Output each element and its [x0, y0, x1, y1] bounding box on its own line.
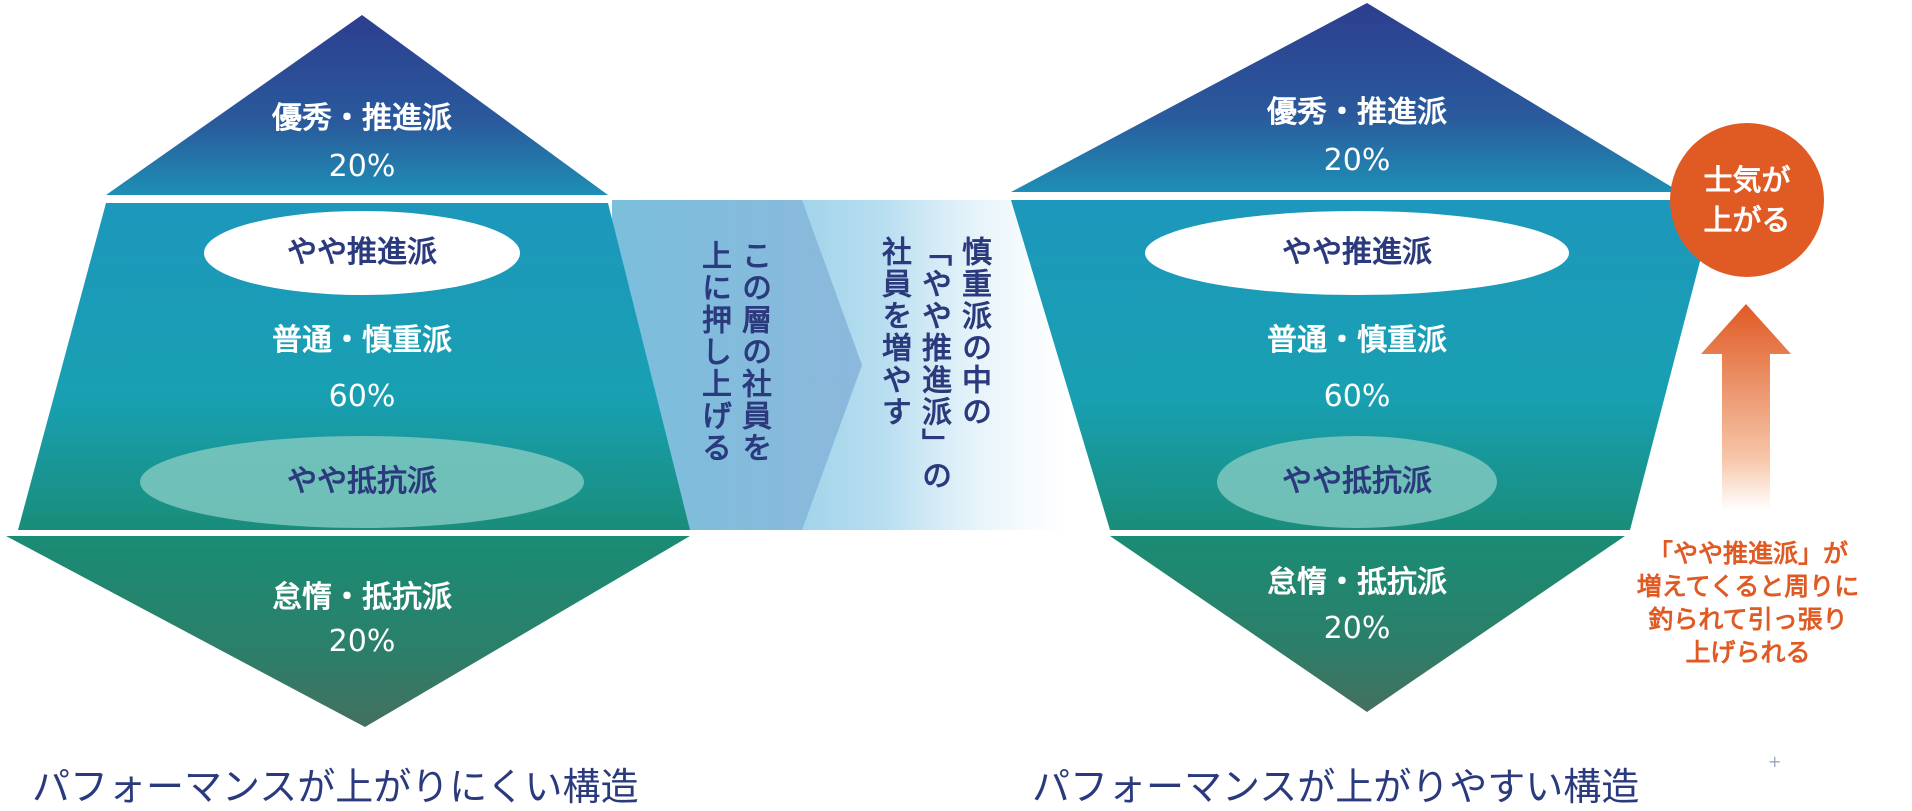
right-hexagon [1011, 3, 1716, 712]
right-top-layer [1011, 3, 1680, 192]
right-oval-bottom [1217, 436, 1497, 528]
right-top-layer-name: 優秀・推進派 [1267, 95, 1447, 130]
morale-note-line-1: 「やや推進派」が [1647, 539, 1848, 568]
right-caption: パフォーマンスが上がりやすい構造 [1032, 765, 1640, 809]
right-oval-top [1145, 211, 1569, 295]
fade-text: 慎重派の中の 「やや推進派」の 社員を増やす [873, 236, 993, 492]
left-caption: パフォーマンスが上がりにくい構造 [32, 765, 639, 809]
left-middle-layer [18, 203, 690, 530]
fade-text-line-2: 「やや推進派」の [916, 236, 951, 492]
left-bottom-layer [6, 536, 690, 727]
left-top-layer-pct: 20% [328, 149, 396, 184]
connector-arrow [612, 200, 862, 530]
arrow-text: この層の社員を 上に押し上げる [693, 240, 773, 464]
morale-note-line-4: 上げられる [1685, 638, 1811, 667]
right-middle-layer-pct: 60% [1323, 379, 1391, 414]
right-middle-layer-name: 普通・慎重派 [1267, 323, 1447, 358]
morale-note-line-3: 釣られて引っ張り [1648, 605, 1848, 634]
morale-note-line-2: 増えてくると周りに [1636, 572, 1860, 601]
morale-note: 「やや推進派」が 増えてくると周りに 釣られて引っ張り 上げられる [1598, 537, 1898, 669]
up-arrow [1701, 304, 1791, 510]
right-bottom-layer-pct: 20% [1323, 611, 1391, 646]
right-oval-top-label: やや推進派 [1282, 235, 1432, 270]
left-top-layer-name: 優秀・推進派 [272, 101, 452, 136]
fade-text-line-1: 慎重派の中の [956, 236, 991, 428]
arrow-text-line-1: この層の社員を [736, 240, 771, 464]
left-top-layer [106, 15, 608, 195]
left-middle-layer-name: 普通・慎重派 [272, 323, 452, 358]
left-bottom-layer-name: 怠惰・抵抗派 [272, 580, 452, 615]
left-oval-bottom-label: やや抵抗派 [287, 464, 437, 499]
left-oval-top-label: やや推進派 [287, 235, 437, 270]
plus-mark: + [1768, 752, 1782, 771]
left-hexagon [6, 15, 690, 727]
right-middle-layer [1011, 200, 1716, 530]
left-middle-layer-pct: 60% [328, 379, 396, 414]
morale-circle-label: 士気が 上がる [1670, 160, 1824, 240]
left-bottom-layer-pct: 20% [328, 624, 396, 659]
left-oval-bottom [140, 436, 584, 528]
morale-circle-line-1: 士気が [1703, 163, 1791, 197]
right-oval-bottom-label: やや抵抗派 [1282, 464, 1432, 499]
morale-circle [1670, 123, 1824, 277]
right-bottom-layer-name: 怠惰・抵抗派 [1267, 565, 1447, 600]
left-oval-top [204, 211, 520, 295]
arrow-text-line-2: 上に押し上げる [696, 240, 731, 464]
morale-circle-line-2: 上がる [1703, 203, 1791, 237]
right-top-layer-pct: 20% [1323, 143, 1391, 178]
fade-text-line-3: 社員を増やす [876, 236, 911, 428]
right-bottom-layer [1110, 536, 1625, 712]
